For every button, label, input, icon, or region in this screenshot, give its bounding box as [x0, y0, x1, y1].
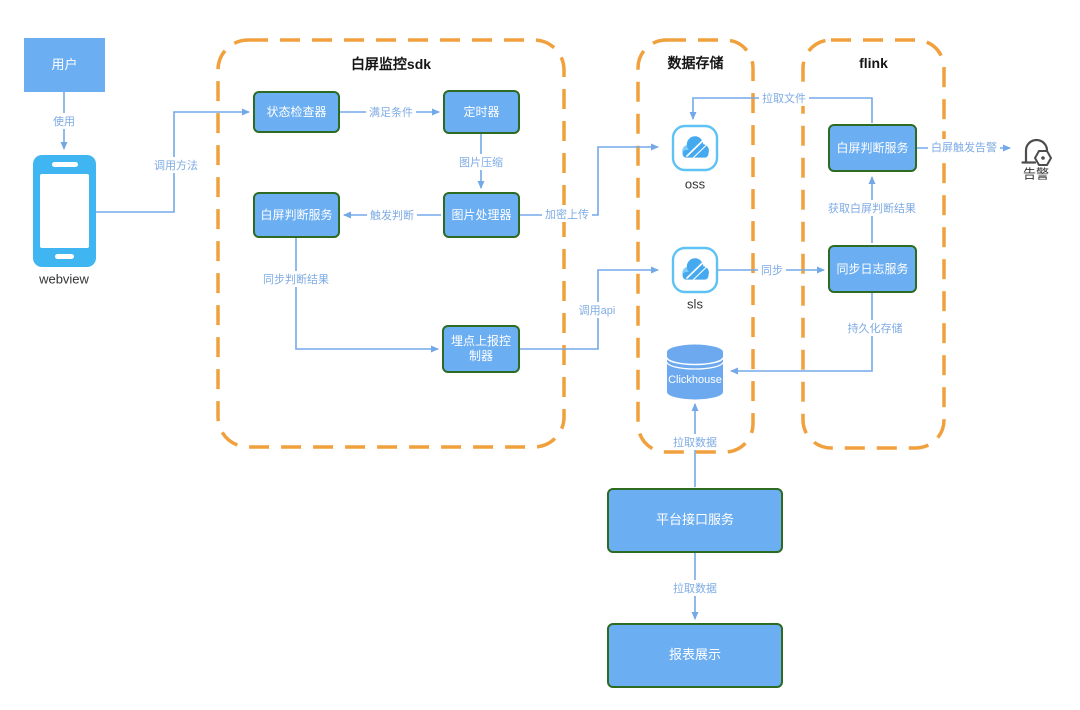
smartphone-icon [33, 155, 96, 267]
alarm-label: 告警 [1022, 166, 1050, 182]
edge-label-persistent-storage: 持久化存储 [844, 320, 906, 336]
edge-label-call-api: 调用api [575, 302, 619, 318]
edge-label-use: 使用 [50, 113, 78, 129]
edge-label-image-compress: 图片压缩 [456, 154, 506, 170]
edge-judge-to-tracking-reporter [295, 238, 439, 353]
edge-label-condition-met: 满足条件 [366, 104, 416, 120]
edge-label-call-method: 调用方法 [151, 157, 201, 173]
storage-container-title: 数据存储 [667, 55, 724, 71]
node-status-checker: 状态检查器 [253, 91, 340, 133]
clickhouse-label: Clickhouse [668, 374, 722, 386]
alarm-icon [1021, 138, 1053, 166]
node-image-processor: 图片处理器 [443, 192, 520, 238]
edge-label-sync: 同步 [758, 262, 786, 278]
sls-cloud-icon [671, 246, 719, 294]
node-tracking-reporter: 埋点上报控制器 [442, 325, 520, 373]
node-report-display: 报表展示 [607, 623, 783, 688]
node-whitescreen-judge-sdk: 白屏判断服务 [253, 192, 340, 238]
sdk-container-title: 白屏监控sdk [350, 56, 432, 72]
node-whitescreen-judge-flink: 白屏判断服务 [828, 124, 917, 172]
edge-sync-log-to-clickhouse [730, 293, 873, 375]
node-sync-log-service: 同步日志服务 [828, 245, 917, 293]
webview-label: webview [39, 271, 89, 287]
edge-label-get-whitescreen-result: 获取白屏判断结果 [825, 200, 919, 216]
edge-label-encrypt-upload: 加密上传 [542, 206, 592, 222]
clickhouse-database-icon [666, 344, 724, 400]
edge-label-whitescreen-trigger-alarm: 白屏触发告警 [928, 139, 1000, 155]
flink-container-title: flink [859, 55, 888, 71]
edge-label-trigger-judge: 触发判断 [367, 207, 417, 223]
oss-cloud-icon [671, 124, 719, 172]
sls-label: sls [687, 296, 703, 312]
node-user: 用户 [24, 38, 105, 92]
edge-label-pull-file: 拉取文件 [759, 90, 809, 106]
node-timer: 定时器 [443, 90, 520, 134]
node-platform-api: 平台接口服务 [607, 488, 783, 553]
edge-label-pull-data-bottom: 拉取数据 [670, 580, 720, 596]
storage-container-border [636, 38, 755, 454]
sdk-container-border [216, 38, 566, 449]
edge-label-sync-judge-result: 同步判断结果 [260, 271, 332, 287]
flink-container-border [801, 38, 946, 450]
edge-label-pull-data-top: 拉取数据 [670, 434, 720, 450]
oss-label: oss [684, 176, 706, 192]
